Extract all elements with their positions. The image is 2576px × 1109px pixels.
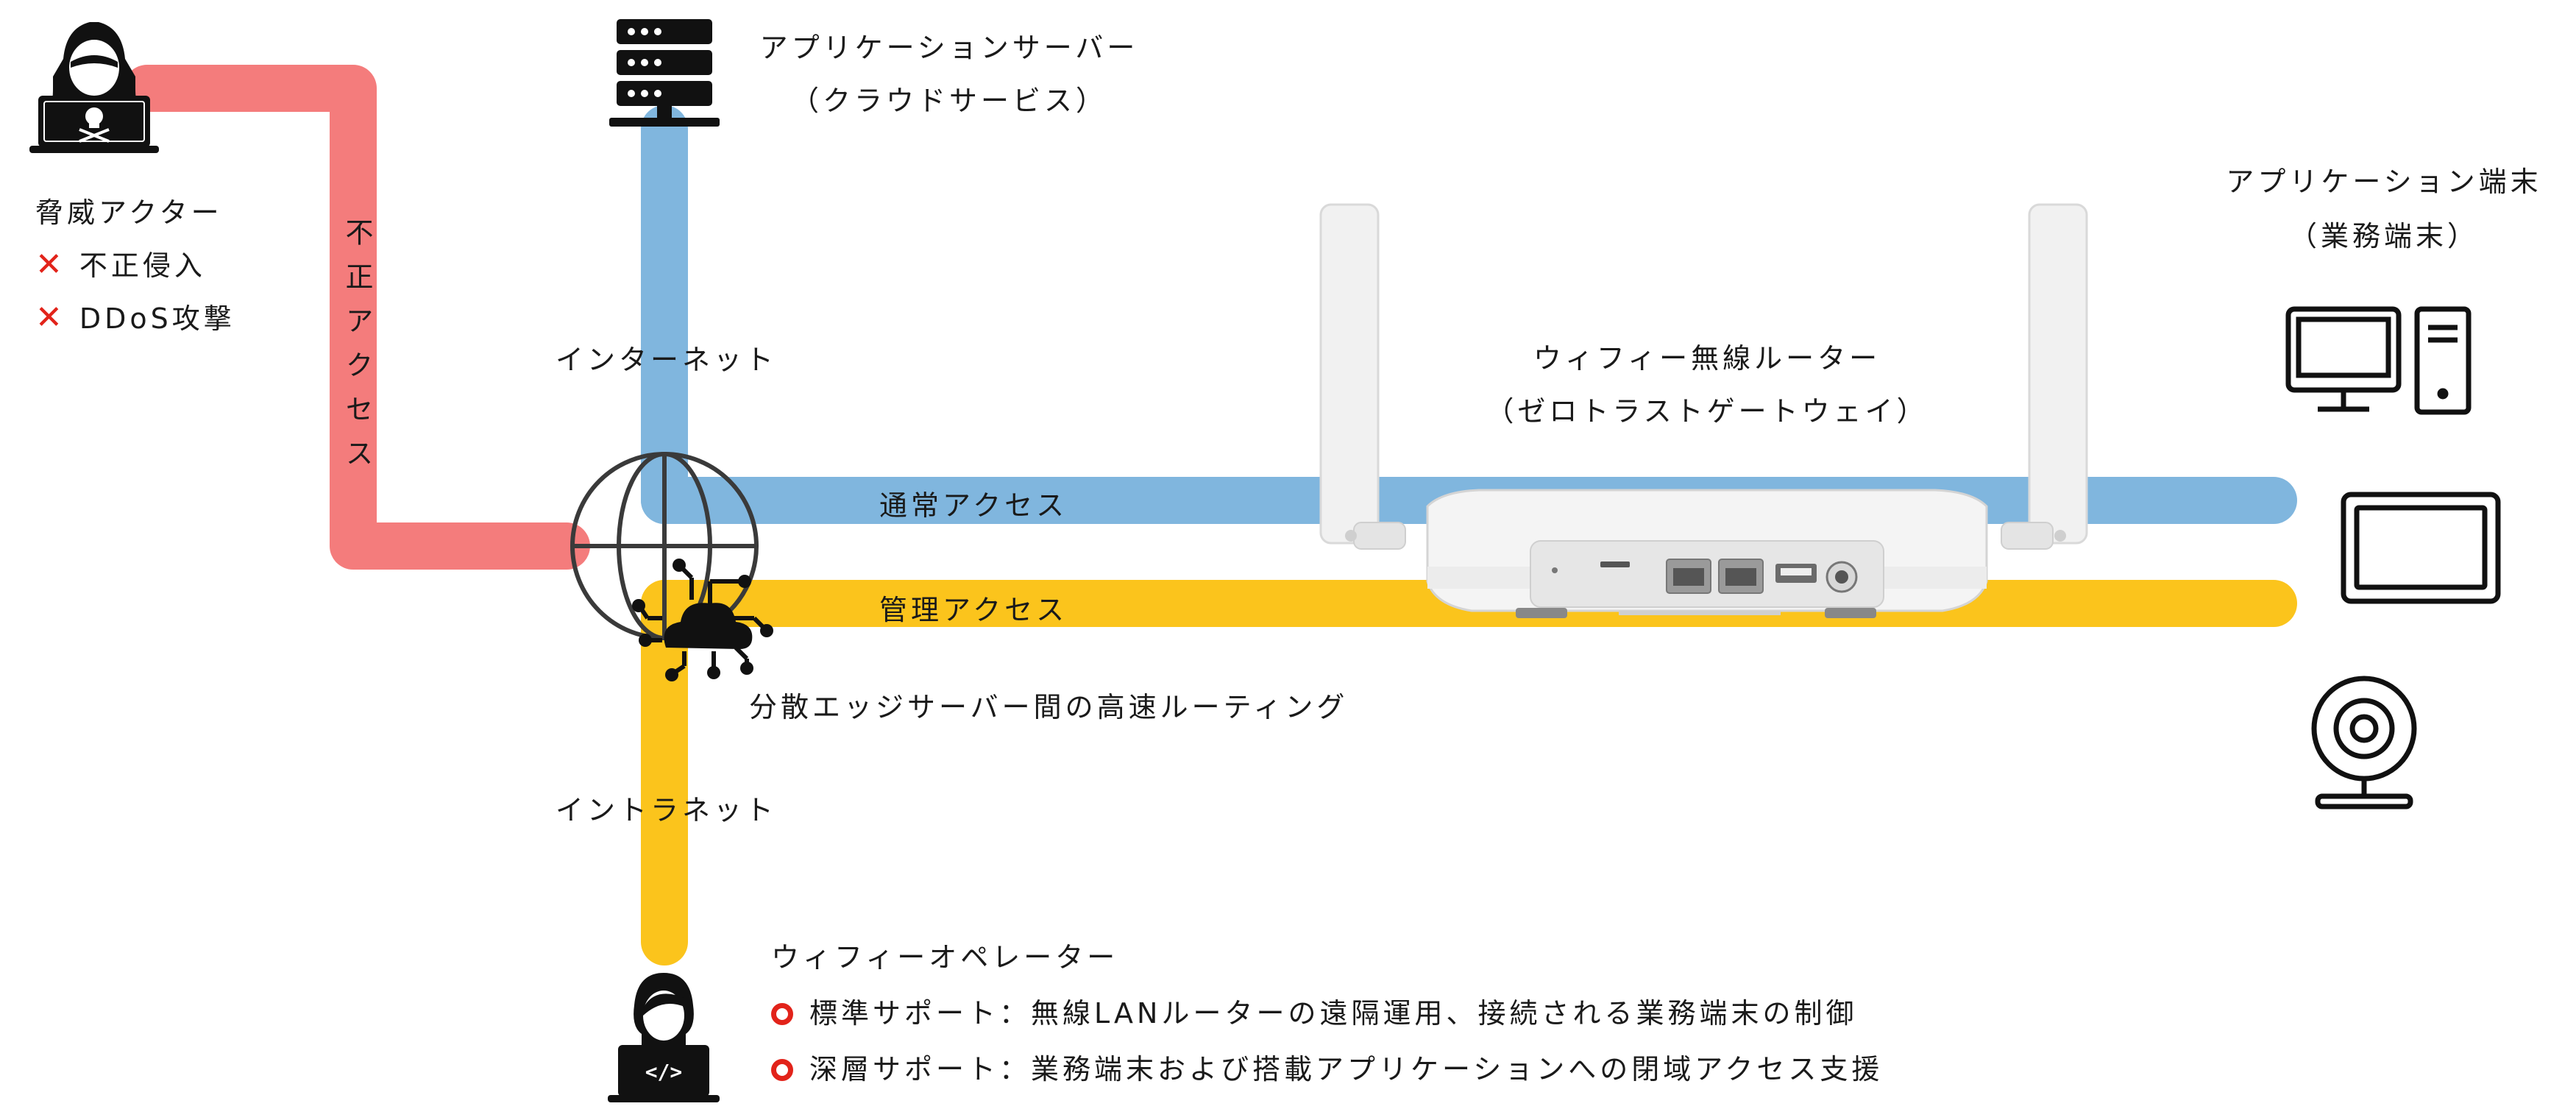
circle-mark-icon: [771, 1003, 793, 1025]
webcam-icon: [2311, 676, 2417, 809]
operator-item-label: 標準サポート：無線LANルーターの遠隔運用、接続される業務端末の制御: [809, 997, 1858, 1030]
endpoints-title: アプリケーション端末: [2226, 166, 2542, 198]
operator-item-standard: 標準サポート：無線LANルーターの遠隔運用、接続される業務端末の制御: [771, 991, 1857, 1031]
svg-text:</>: </>: [645, 1060, 683, 1084]
server-icon: [609, 19, 720, 127]
router-title: ウィフィー無線ルーター: [1533, 342, 1881, 375]
tablet-icon: [2341, 492, 2501, 604]
operator-title: ウィフィーオペレーター: [771, 941, 1119, 974]
threat-access-path: [124, 65, 590, 570]
cloud-network-icon: [632, 559, 773, 681]
internet-label: インターネット: [556, 344, 778, 376]
intranet-label: イントラネット: [556, 794, 778, 826]
unauthorized-access-label: 不正アクセス: [341, 218, 373, 483]
threat-item-intrusion: ✕ 不正侵入: [35, 243, 206, 283]
threat-actor-title: 脅威アクター: [35, 196, 223, 229]
circle-mark-icon: [771, 1059, 793, 1081]
operator-item-deep: 深層サポート：業務端末および搭載アプリケーションへの閉域アクセス支援: [771, 1046, 1883, 1087]
router-subtitle: （ゼロトラストゲートウェイ）: [1486, 395, 1929, 428]
threat-item-label: 不正侵入: [79, 249, 206, 282]
hacker-icon: [29, 22, 159, 153]
operator-item-label: 深層サポート：業務端末および搭載アプリケーションへの閉域アクセス支援: [809, 1053, 1884, 1085]
edge-routing-label: 分散エッジサーバー間の高速ルーティング: [749, 691, 1349, 723]
threat-item-label: DDoS攻撃: [79, 302, 235, 335]
normal-access-label: 通常アクセス: [879, 489, 1068, 522]
management-access-label: 管理アクセス: [879, 594, 1068, 626]
app-server-subtitle: （クラウドサービス）: [790, 85, 1107, 117]
app-server-title: アプリケーションサーバー: [759, 32, 1139, 64]
operator-icon: </>: [608, 973, 720, 1102]
desktop-pc-icon: [2285, 306, 2472, 415]
router-image: [1319, 203, 2088, 618]
endpoints-subtitle: （業務端末）: [2288, 220, 2479, 252]
x-mark-icon: ✕: [35, 299, 66, 336]
threat-item-ddos: ✕ DDoS攻撃: [35, 296, 235, 336]
x-mark-icon: ✕: [35, 246, 66, 283]
